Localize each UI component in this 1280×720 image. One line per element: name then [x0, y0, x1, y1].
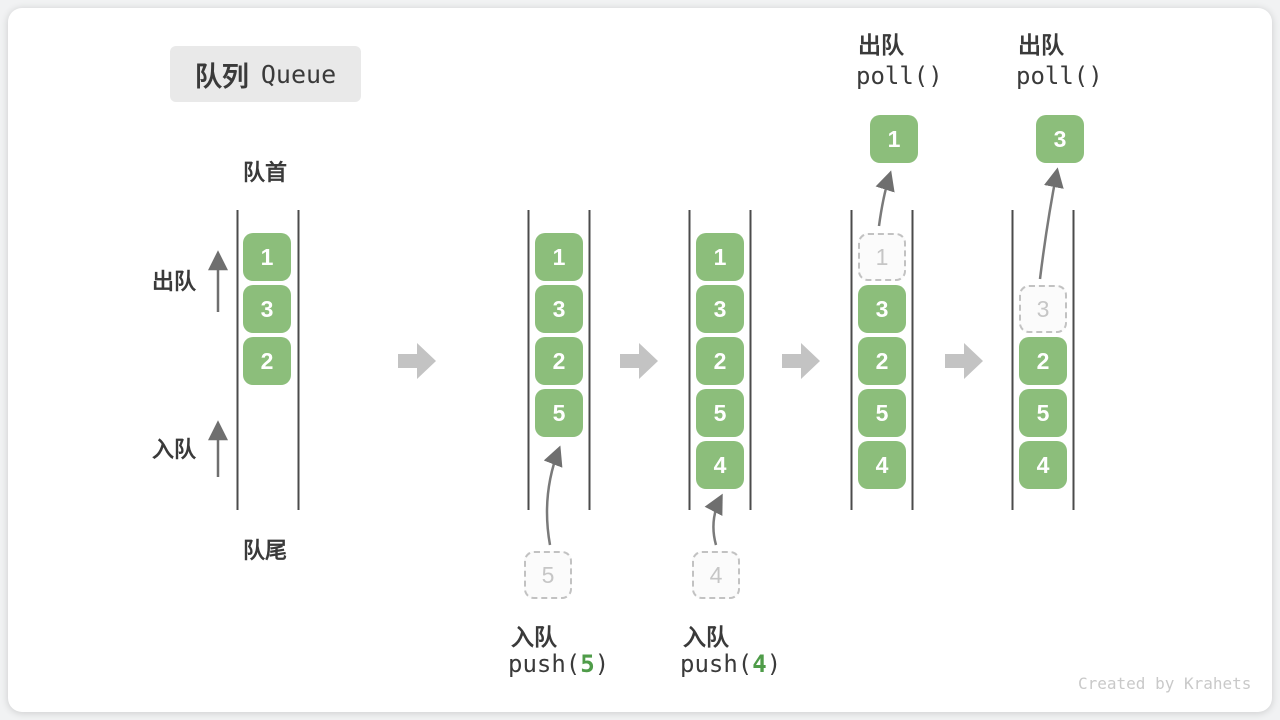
queue-item: 2	[696, 337, 744, 385]
title-zh: 队列	[194, 61, 249, 92]
push-5-op-label: 入队	[511, 624, 557, 650]
queue-item: 3	[696, 285, 744, 333]
queue-item: 2	[1019, 337, 1067, 385]
queue-item: 5	[535, 389, 583, 437]
queue-item: 4	[696, 441, 744, 489]
queue-item: 2	[535, 337, 583, 385]
queue-item: 4	[858, 441, 906, 489]
queue-item: 1	[535, 233, 583, 281]
watermark: Created by Krahets	[1078, 674, 1252, 693]
dashed-removed-slot: 3	[1019, 285, 1067, 333]
code-fn: push(	[680, 650, 753, 678]
label-queue-rear: 队尾	[243, 538, 288, 563]
pending-item: 5	[524, 551, 572, 599]
queue-item: 2	[243, 337, 291, 385]
queue-item: 5	[696, 389, 744, 437]
poll-3-op-label: 出队	[1018, 32, 1064, 58]
code-close: )	[766, 650, 782, 678]
poll-3-op-code: poll()	[1016, 62, 1103, 90]
queue-item: 2	[858, 337, 906, 385]
queue-item: 3	[243, 285, 291, 333]
pending-item: 4	[692, 551, 740, 599]
poll-1-op-code: poll()	[856, 62, 943, 90]
push-4-op-code: push(4)	[680, 650, 781, 678]
push-5-op-code: push(5)	[508, 650, 609, 678]
diagram-card	[8, 8, 1272, 712]
queue-item: 3	[858, 285, 906, 333]
code-fn: push(	[508, 650, 581, 678]
label-dequeue: 出队	[152, 269, 197, 294]
queue-item: 1	[243, 233, 291, 281]
code-arg: 5	[580, 650, 595, 678]
queue-item: 1	[696, 233, 744, 281]
polled-item: 1	[870, 115, 918, 163]
title-en: Queue	[260, 59, 337, 89]
queue-item: 3	[535, 285, 583, 333]
queue-item: 5	[858, 389, 906, 437]
queue-item: 4	[1019, 441, 1067, 489]
queue-item: 5	[1019, 389, 1067, 437]
code-arg: 4	[752, 650, 767, 678]
title-badge: 队列 Queue	[170, 46, 361, 102]
code-close: )	[594, 650, 610, 678]
polled-item: 3	[1036, 115, 1084, 163]
push-4-op-label: 入队	[683, 624, 729, 650]
label-enqueue: 入队	[152, 437, 197, 462]
label-queue-front: 队首	[243, 160, 288, 185]
poll-1-op-label: 出队	[858, 32, 904, 58]
dashed-removed-slot: 1	[858, 233, 906, 281]
